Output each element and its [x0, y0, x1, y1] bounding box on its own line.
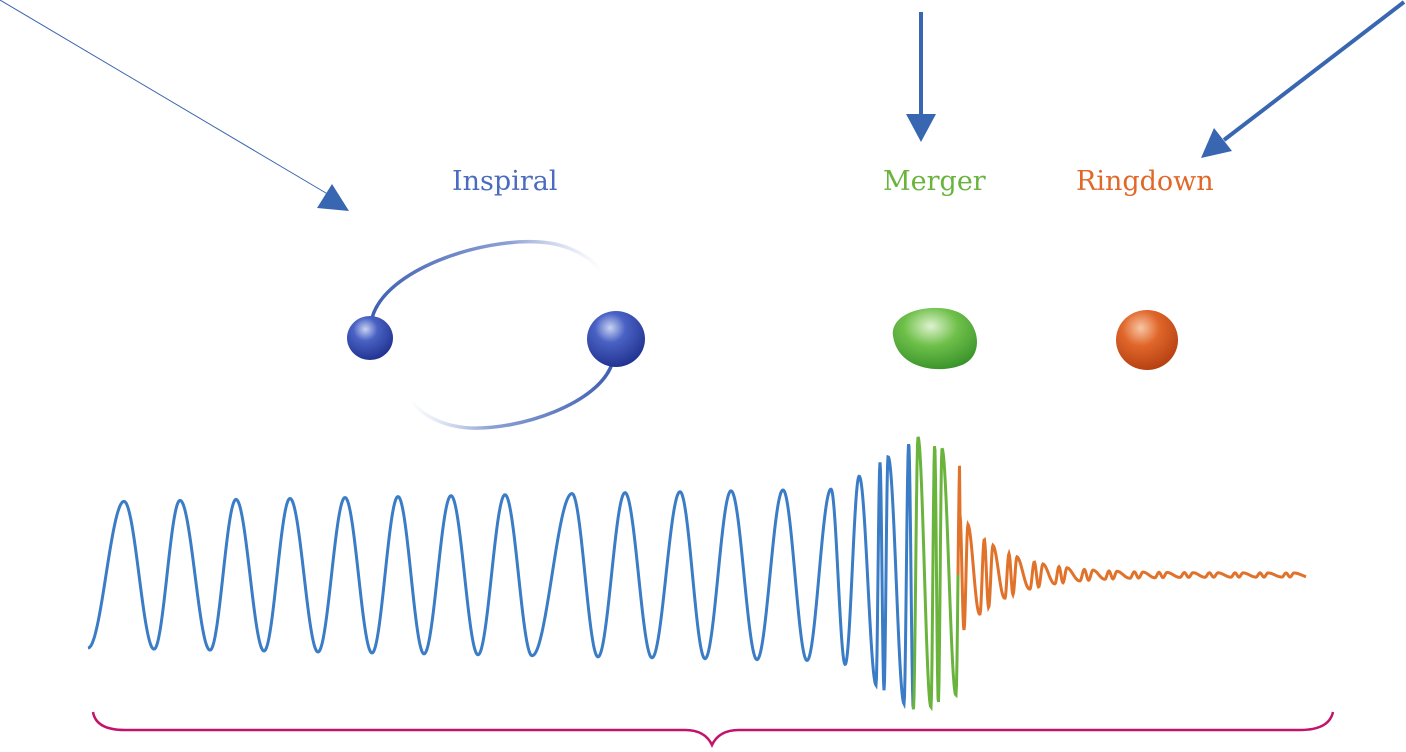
ringdown-label: Ringdown: [1076, 166, 1214, 197]
curly-brace-icon: [91, 711, 1335, 748]
waveform-ringdown: [956, 465, 1307, 631]
waveform-inspiral: [87, 443, 915, 710]
black-hole-icon: [347, 316, 393, 360]
black-hole-icon: [587, 311, 645, 367]
binary-orbit: [370, 239, 614, 430]
waveform-merger: [911, 436, 960, 712]
merger-label: Merger: [883, 166, 986, 197]
inspiral-label: Inspiral: [452, 166, 558, 197]
remnant-black-hole-icon: [1116, 310, 1178, 370]
arrow-right: [1201, 0, 1406, 158]
arrow-middle: [906, 12, 936, 142]
merging-black-hole-icon: [892, 307, 978, 370]
arrow-left: [0, 0, 349, 211]
